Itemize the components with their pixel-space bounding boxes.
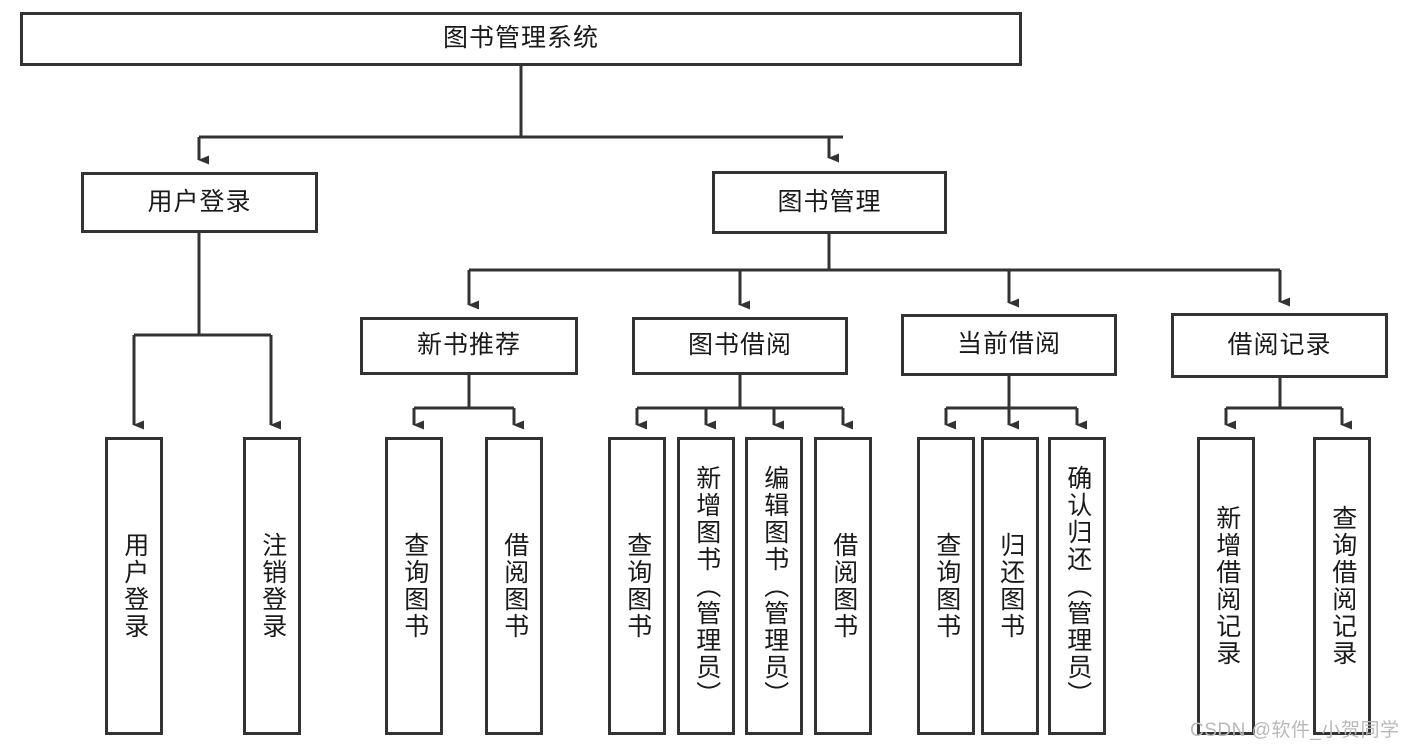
leaf-label: 新增借阅记录 [1212,505,1241,667]
leaf-label: 查询图书 [400,532,429,640]
leaf-new-book-query[interactable]: 查询图书 [385,437,443,735]
leaf-label: 新增图书（管理员） [692,464,721,708]
leaf-label: 借阅图书 [829,532,858,640]
node-new-book-recommend[interactable]: 新书推荐 [360,317,578,375]
leaf-user-login-logout[interactable]: 注销登录 [243,437,301,735]
leaf-label: 注销登录 [258,532,287,640]
node-user-login[interactable]: 用户登录 [81,172,318,233]
leaf-label: 确认归还（管理员） [1063,464,1092,708]
leaf-current-query-book[interactable]: 查询图书 [917,437,975,735]
leaf-record-query[interactable]: 查询借阅记录 [1313,437,1371,735]
leaf-borrow-query-book[interactable]: 查询图书 [608,437,666,735]
node-root[interactable]: 图书管理系统 [20,12,1022,66]
leaf-label: 查询图书 [623,532,652,640]
leaf-borrow-add-book[interactable]: 新增图书（管理员） [677,437,735,735]
leaf-new-book-borrow[interactable]: 借阅图书 [485,437,543,735]
leaf-label: 编辑图书（管理员） [760,464,789,708]
node-book-borrow[interactable]: 图书借阅 [632,317,848,375]
node-book-management[interactable]: 图书管理 [712,171,947,234]
leaf-user-login-login[interactable]: 用户登录 [105,437,163,735]
leaf-label: 查询图书 [932,532,961,640]
leaf-label: 查询借阅记录 [1328,505,1357,667]
leaf-label: 借阅图书 [500,532,529,640]
leaf-borrow-edit-book[interactable]: 编辑图书（管理员） [745,437,803,735]
node-borrow-record[interactable]: 借阅记录 [1171,313,1388,378]
leaf-label: 用户登录 [120,532,149,640]
leaf-label: 归还图书 [996,532,1025,640]
leaf-record-add[interactable]: 新增借阅记录 [1197,437,1255,735]
leaf-borrow-borrow-book[interactable]: 借阅图书 [814,437,872,735]
leaf-current-return-book[interactable]: 归还图书 [981,437,1039,735]
csdn-watermark: CSDN @软件_小贺同学 [1190,720,1400,741]
leaf-current-confirm-return[interactable]: 确认归还（管理员） [1048,437,1106,735]
node-current-borrow[interactable]: 当前借阅 [901,314,1117,376]
